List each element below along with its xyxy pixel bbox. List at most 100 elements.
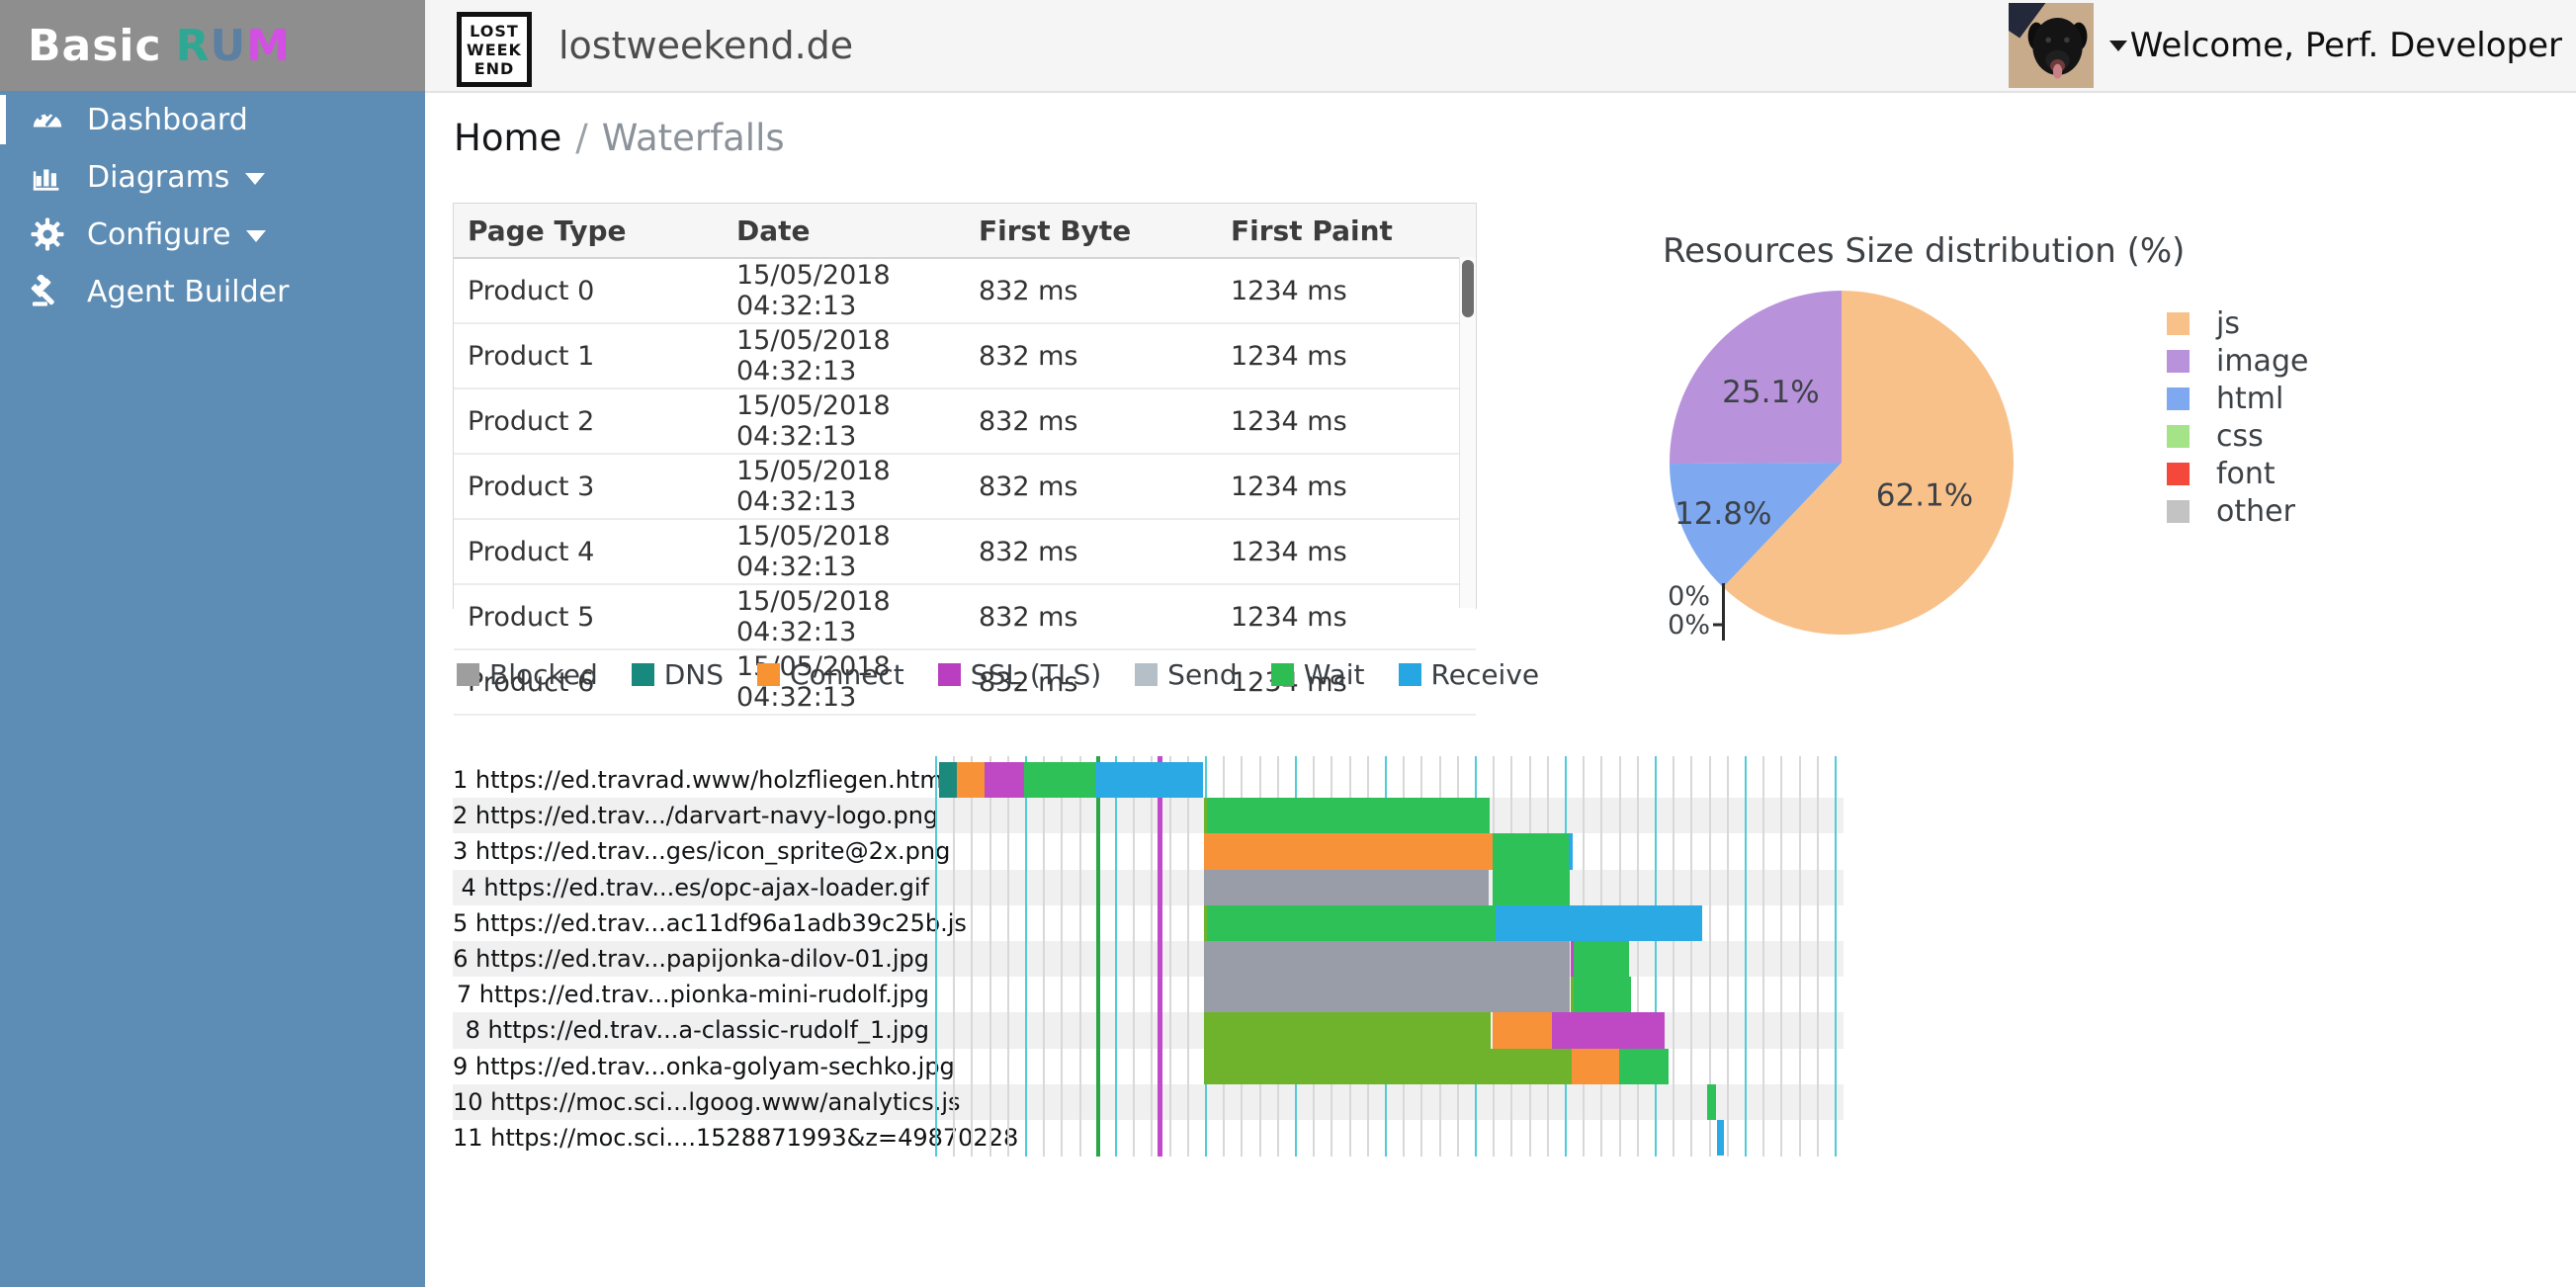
pie-legend-item-js[interactable]: js <box>2167 306 2308 341</box>
pie-legend-item-other[interactable]: other <box>2167 494 2308 529</box>
waterfall-row: 2 https://ed.trav.../darvart-navy-logo.p… <box>453 798 1844 834</box>
table-cell: 1234 ms <box>1217 323 1476 389</box>
logo-basic: Basic <box>28 20 162 71</box>
pie-legend-item-font[interactable]: font <box>2167 457 2308 491</box>
table-cell: 832 ms <box>965 519 1217 585</box>
waterfall-bar-segment-dns[interactable] <box>939 762 957 799</box>
waterfall-bar-segment-receive[interactable] <box>1496 904 1702 941</box>
table-cell: 832 ms <box>965 258 1217 324</box>
legend-label: DNS <box>663 658 725 691</box>
waterfall-bar-segment-wait[interactable] <box>1493 869 1570 905</box>
pie-legend-item-image[interactable]: image <box>2167 344 2308 379</box>
waterfall-bar-segment-olive[interactable] <box>1204 1048 1572 1084</box>
waterfall-legend-item-connect[interactable]: Connect <box>757 658 904 691</box>
waterfall-bar-segment-connect[interactable] <box>1493 1012 1552 1049</box>
waterfall-bar-segment-wait[interactable] <box>1493 833 1569 870</box>
table-cell: Product 1 <box>454 323 723 389</box>
waterfall-bar-segment-olive[interactable] <box>1204 904 1207 941</box>
waterfall-row: 4 https://ed.trav...es/opc-ajax-loader.g… <box>453 869 1844 905</box>
pie-legend-item-css[interactable]: css <box>2167 419 2308 454</box>
waterfall-bar-segment-connect[interactable] <box>1204 833 1493 870</box>
waterfall-bar-segment-connect[interactable] <box>957 762 985 799</box>
breadcrumb-current: Waterfalls <box>601 117 785 159</box>
waterfall-bar-segment-gray[interactable] <box>1204 869 1489 905</box>
chevron-down-icon[interactable] <box>2108 40 2127 51</box>
waterfall-row-label: 1 https://ed.travrad.www/holzfliegen.htm… <box>453 766 950 794</box>
sidebar-item-agent-builder[interactable]: Agent Builder <box>0 263 425 320</box>
table-scrollbar-thumb[interactable] <box>1462 260 1474 317</box>
pie-slice-image[interactable] <box>1669 291 1842 465</box>
waterfall-legend-item-dns[interactable]: DNS <box>631 658 725 691</box>
waterfall-bar-segment-ssl[interactable] <box>1571 941 1574 978</box>
pie-slice-js[interactable] <box>1723 291 2014 635</box>
waterfall-row: 3 https://ed.trav...ges/icon_sprite@2x.p… <box>453 833 1844 869</box>
pie-slice-html[interactable] <box>1670 463 1842 588</box>
waterfall-legend-item-wait[interactable]: Wait <box>1270 658 1365 691</box>
table-cell: 1234 ms <box>1217 388 1476 455</box>
waterfall-bar-segment-wait[interactable] <box>1619 1048 1669 1084</box>
legend-label: other <box>2216 494 2295 529</box>
legend-label: image <box>2216 344 2309 379</box>
pie-slice-label: 12.8% <box>1674 496 1771 532</box>
zero-label-leader <box>1713 583 1725 641</box>
user-menu[interactable]: Welcome, Perf. Developer <box>2008 0 2562 91</box>
pie-slice-label: 25.1% <box>1722 375 1819 410</box>
waterfall-bar-segment-ssl[interactable] <box>985 762 1024 799</box>
waterfall-legend: Blocked DNS Connect SSL (TLS) Send Wait Receiv… <box>457 658 1573 691</box>
chevron-down-icon <box>246 230 267 242</box>
waterfall-row-label: 6 https://ed.trav...papijonka-dilov-01.j… <box>453 945 929 973</box>
waterfall-legend-item-ssl-tls[interactable]: SSL (TLS) <box>937 658 1101 691</box>
waterfall-bar-segment-wait[interactable] <box>1574 977 1631 1013</box>
legend-label: Connect <box>790 658 904 691</box>
waterfall-bar-segment-olive[interactable] <box>1204 798 1207 834</box>
pie-legend-item-html[interactable]: html <box>2167 382 2308 416</box>
sidebar-item-configure[interactable]: Configure <box>0 206 425 263</box>
legend-swatch <box>2167 500 2190 523</box>
waterfall-bar-segment-receive[interactable] <box>1569 833 1573 870</box>
legend-swatch <box>2167 350 2190 373</box>
logo-u: U <box>210 20 247 71</box>
table-cell: 832 ms <box>965 649 1217 716</box>
avatar[interactable] <box>2008 3 2094 88</box>
waterfall-bar-segment-gray[interactable] <box>1204 977 1570 1013</box>
waterfall-row-label: 3 https://ed.trav...ges/icon_sprite@2x.p… <box>453 837 951 866</box>
waterfall-legend-item-receive[interactable]: Receive <box>1398 658 1539 691</box>
waterfall-bar-segment-wait[interactable] <box>1574 941 1629 978</box>
waterfall-row-label: 10 https://moc.sci...lgoog.www/analytics… <box>453 1087 961 1116</box>
waterfall-bar-segment-connect[interactable] <box>1572 1048 1619 1084</box>
table-cell: Product 2 <box>454 388 723 455</box>
waterfall-legend-item-send[interactable]: Send <box>1135 658 1238 691</box>
legend-swatch <box>2167 463 2190 485</box>
legend-label: Blocked <box>489 658 598 691</box>
breadcrumb-home[interactable]: Home <box>454 117 562 159</box>
gauge-icon <box>30 102 69 137</box>
waterfall-row-label: 11 https://moc.sci....1528871993&z=49870… <box>453 1124 1019 1152</box>
chevron-down-icon <box>245 173 266 185</box>
waterfall-bar-segment-wait[interactable] <box>1207 798 1490 834</box>
waterfall-legend-item-blocked[interactable]: Blocked <box>457 658 598 691</box>
waterfall-bar-segment-receive[interactable] <box>1717 1120 1724 1157</box>
waterfall-bar-segment-wait[interactable] <box>1207 904 1496 941</box>
sidebar-item-dashboard[interactable]: Dashboard <box>0 91 425 148</box>
table-scrollbar[interactable] <box>1459 257 1476 608</box>
waterfall-bar-segment-ssl[interactable] <box>1552 1012 1665 1049</box>
waterfall-bars <box>453 756 1844 1157</box>
waterfall-bar-segment-gray[interactable] <box>1204 941 1570 978</box>
waterfall-bar-segment-receive[interactable] <box>1095 762 1203 799</box>
sidebar-item-diagrams[interactable]: Diagrams <box>0 148 425 206</box>
waterfall-bar-segment-olive[interactable] <box>1204 1012 1491 1049</box>
waterfall-bar-segment-wait[interactable] <box>1707 1083 1716 1120</box>
waterfall-bar-segment-wait[interactable] <box>1024 762 1095 799</box>
sidebar-item-label: Dashboard <box>87 102 248 137</box>
welcome-text: Welcome, Perf. Developer <box>2129 26 2562 65</box>
waterfall-bar-segment-olive[interactable] <box>1571 977 1574 1013</box>
sidebar-item-label: Diagrams <box>87 159 230 195</box>
